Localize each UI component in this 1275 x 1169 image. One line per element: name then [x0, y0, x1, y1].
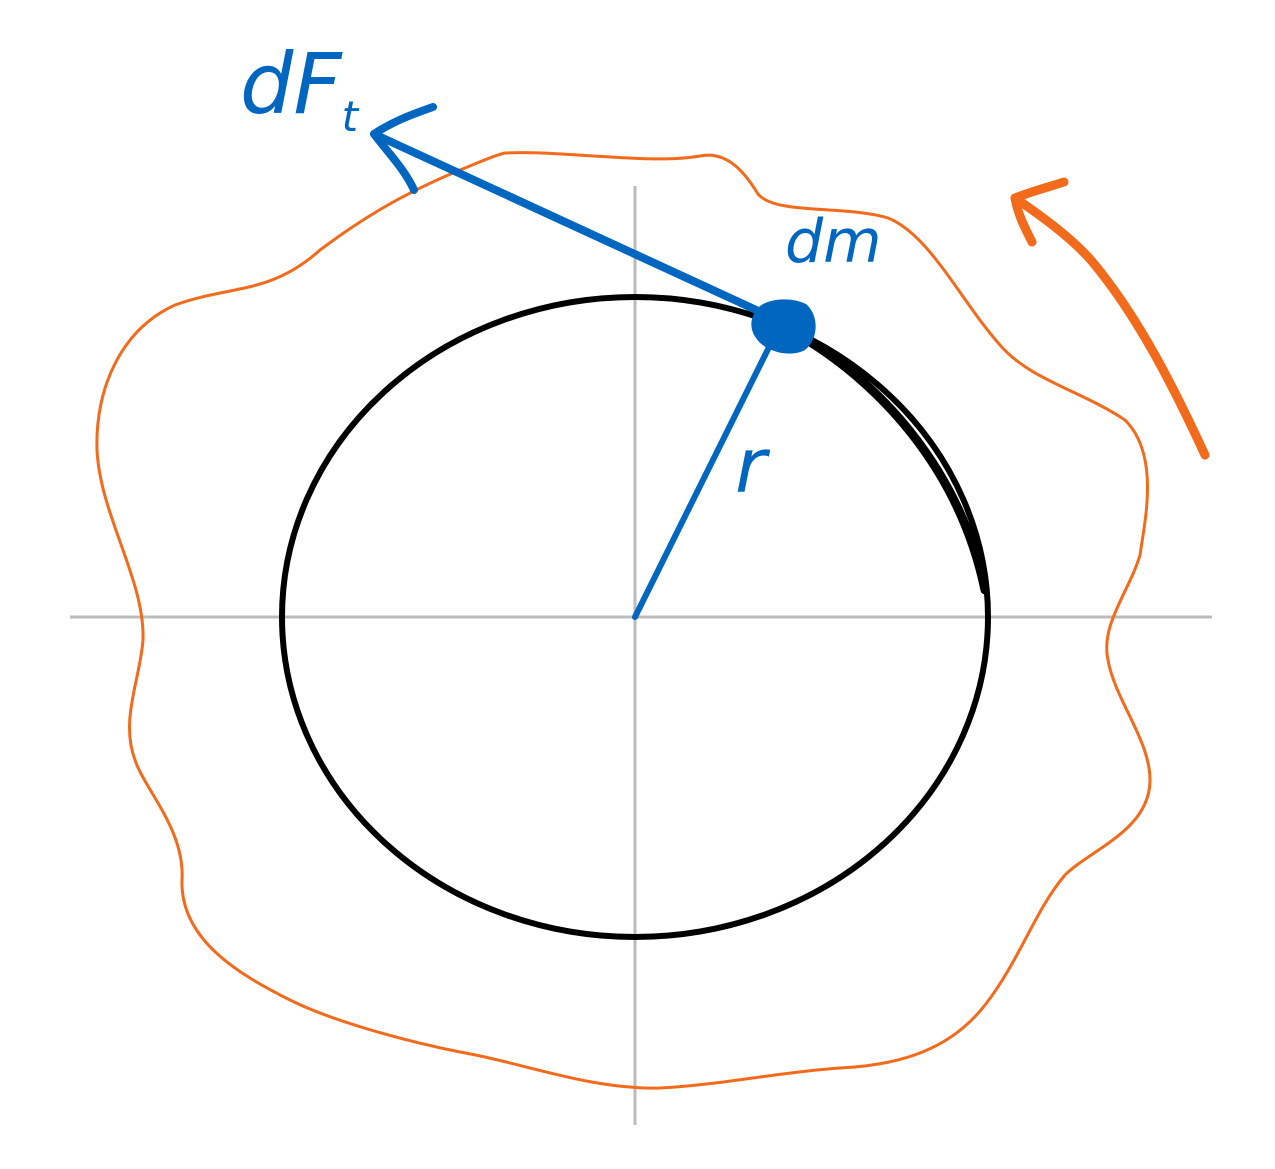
force-label-subscript: t [341, 92, 359, 141]
rigid-body-outline [95, 151, 1152, 1090]
radius-label: r [735, 421, 767, 510]
rotation-arrowhead [1010, 177, 1069, 247]
mass-element-label: dm [785, 207, 882, 277]
counterclockwise-arrow-icon [1010, 193, 1210, 460]
ring [279, 294, 991, 940]
force-vector-arrowhead [370, 103, 437, 194]
force-label-main: dF [240, 35, 342, 133]
ring-thick-arc [785, 325, 990, 595]
radius-line [632, 322, 783, 620]
mass-element-dot [751, 299, 816, 354]
force-vector-line [370, 130, 782, 324]
force-label: dFt [240, 42, 358, 138]
